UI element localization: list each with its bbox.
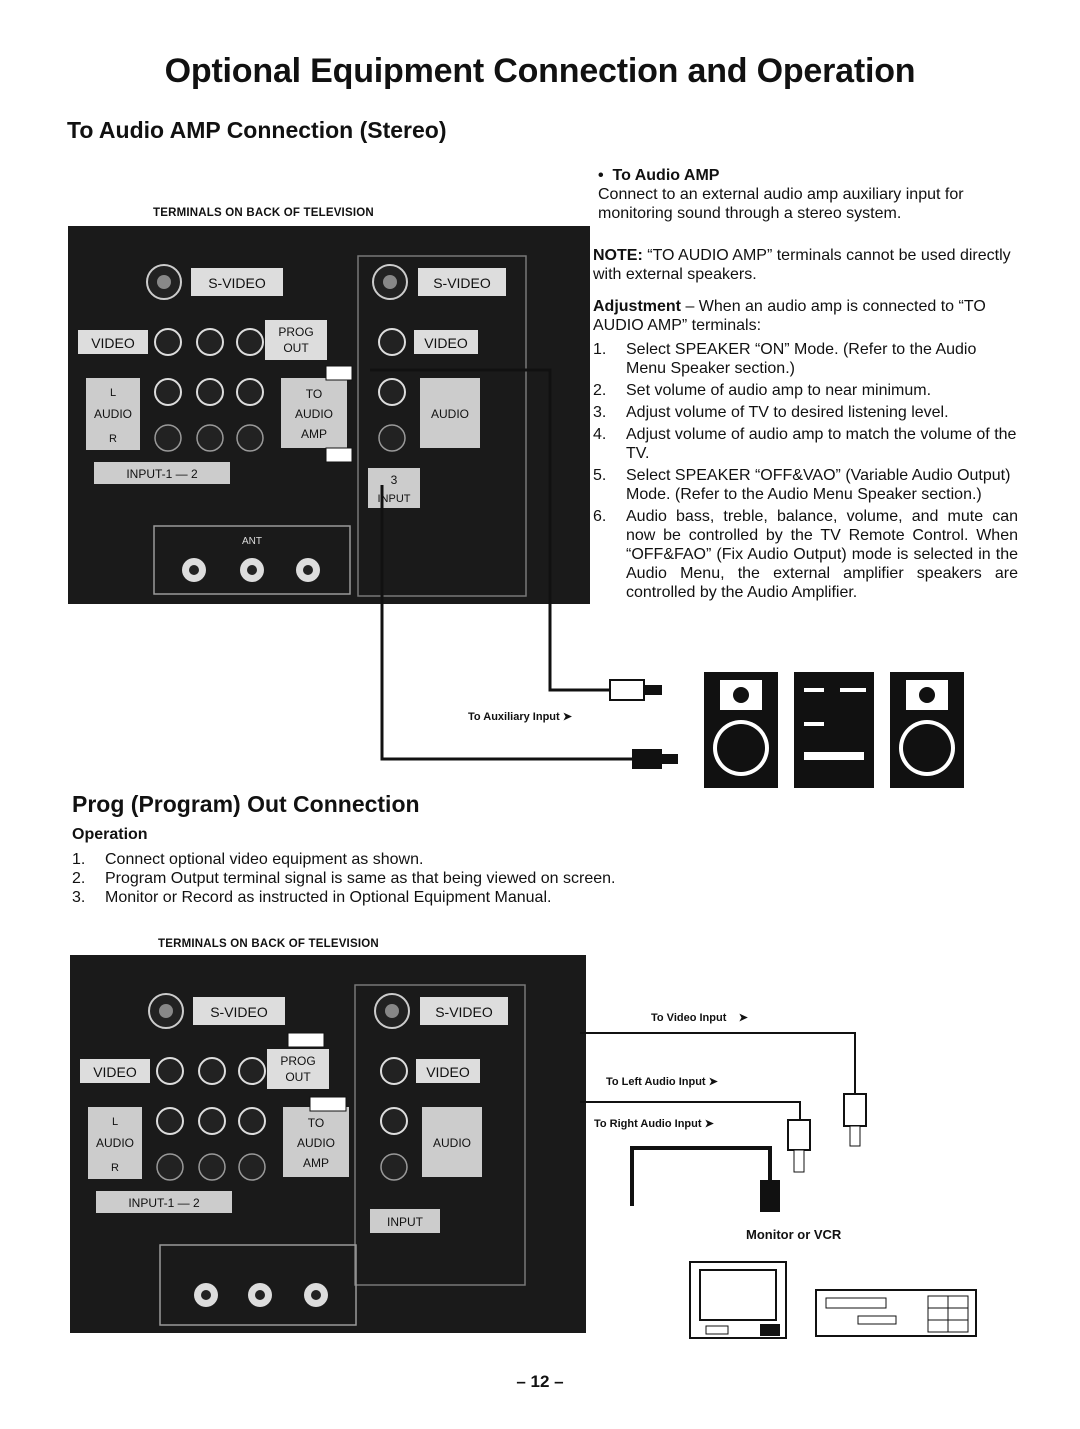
right-audio-input-label: To Right Audio Input ➤ (594, 1118, 714, 1130)
bullet-dot: • (598, 167, 613, 184)
audio-cables (370, 368, 678, 769)
out-label: OUT (285, 1070, 311, 1084)
video-label: VIDEO (426, 1064, 470, 1080)
video-label: VIDEO (424, 335, 468, 351)
page-number: – 12 – (516, 1372, 564, 1391)
prog-label: PROG (280, 1054, 315, 1068)
svideo-label: S-VIDEO (210, 1004, 268, 1020)
r-label: R (109, 433, 117, 445)
audio-label: AUDIO (433, 1136, 471, 1150)
prog-diagram-caption: TERMINALS ON BACK OF TELEVISION (158, 938, 379, 950)
input-label: INPUT (387, 1215, 424, 1229)
audio-amp-bullet: • To Audio AMP Connect to an external au… (598, 166, 1018, 223)
ant-label: ANT (242, 536, 262, 547)
out-label: OUT (283, 341, 309, 355)
note-text: “TO AUDIO AMP” terminals cannot be used … (593, 247, 1011, 283)
audio-label: AUDIO (96, 1136, 134, 1150)
bullet-text: Connect to an external audio amp auxilia… (598, 186, 964, 222)
prog-label: PROG (278, 325, 313, 339)
left-audio-input-label: To Left Audio Input ➤ (606, 1076, 718, 1088)
l-label: L (110, 387, 116, 399)
list-item: 2.Set volume of audio amp to near minimu… (593, 382, 932, 399)
note-label: NOTE: (593, 247, 643, 264)
arrow-icon: ➤ (705, 1076, 718, 1088)
prog-steps: 1.Connect optional video equipment as sh… (72, 850, 637, 907)
audio-section-title: To Audio AMP Connection (Stereo) (67, 117, 447, 143)
adjustment-block: Adjustment – When an audio amp is connec… (593, 297, 1018, 335)
audio-label: AUDIO (431, 407, 469, 421)
list-item: 4.Adjust volume of audio amp to match th… (593, 426, 1017, 462)
list-item: 3.Adjust volume of TV to desired listeni… (593, 404, 949, 421)
monitor-and-vcr (689, 1261, 977, 1339)
list-item: 2.Program Output terminal signal is same… (72, 870, 616, 887)
video-label: VIDEO (91, 335, 135, 351)
terminal-panel-bottom: S-VIDEO S-VIDEO VIDEO PROG OUT VIDEO L A… (70, 955, 586, 1333)
svideo-label: S-VIDEO (433, 275, 491, 291)
page-title: Optional Equipment Connection and Operat… (164, 52, 916, 90)
list-item: 6.Audio bass, treble, balance, volume, a… (593, 508, 1018, 601)
svideo-label: S-VIDEO (435, 1004, 493, 1020)
video-input-label: To Video Input ➤ (651, 1012, 748, 1024)
audio-diagram-caption: TERMINALS ON BACK OF TELEVISION (153, 207, 374, 219)
to-label: TO (308, 1116, 324, 1130)
video-label: VIDEO (93, 1064, 137, 1080)
adjustment-label: Adjustment (593, 298, 681, 315)
arrow-icon: ➤ (559, 711, 572, 723)
adjustment-text: – When an audio amp is connected to “TO … (593, 298, 986, 334)
to-label: TO (306, 387, 322, 401)
input-switch-label: INPUT-1 — 2 (128, 1196, 200, 1210)
list-item: 5.Select SPEAKER “OFF&VAO” (Variable Aud… (593, 467, 1011, 503)
audio-label: AUDIO (94, 407, 132, 421)
note-block: NOTE: “TO AUDIO AMP” terminals cannot be… (593, 246, 1018, 284)
svideo-label: S-VIDEO (208, 275, 266, 291)
aux-input-label: To Auxiliary Input ➤ (468, 711, 572, 723)
monitor-or-vcr-label: Monitor or VCR (746, 1227, 842, 1242)
audio-label: AUDIO (297, 1136, 335, 1150)
bullet-heading: To Audio AMP (612, 167, 720, 184)
audio-steps: 1.Select SPEAKER “ON” Mode. (Refer to th… (593, 340, 1018, 602)
amp-label: AMP (303, 1156, 329, 1170)
arrow-icon: ➤ (726, 1012, 748, 1024)
stereo-speakers (704, 672, 964, 788)
input-label: INPUT (378, 493, 411, 505)
prog-section-title: Prog (Program) Out Connection (72, 791, 420, 817)
operation-label: Operation (72, 826, 148, 843)
r-label: R (111, 1162, 119, 1174)
amp-label: AMP (301, 427, 327, 441)
arrow-icon: ➤ (701, 1118, 714, 1130)
input-switch-label: INPUT-1 — 2 (126, 467, 198, 481)
terminal-panel-top: S-VIDEO S-VIDEO VIDEO PROG OUT VIDEO L A… (68, 226, 590, 604)
list-item: 1.Connect optional video equipment as sh… (72, 851, 424, 868)
list-item: 3.Monitor or Record as instructed in Opt… (72, 889, 552, 906)
input3-label: 3 (391, 473, 398, 487)
audio-label: AUDIO (295, 407, 333, 421)
list-item: 1.Select SPEAKER “ON” Mode. (Refer to th… (593, 341, 977, 377)
prog-cables (580, 1032, 867, 1212)
l-label: L (112, 1116, 118, 1128)
